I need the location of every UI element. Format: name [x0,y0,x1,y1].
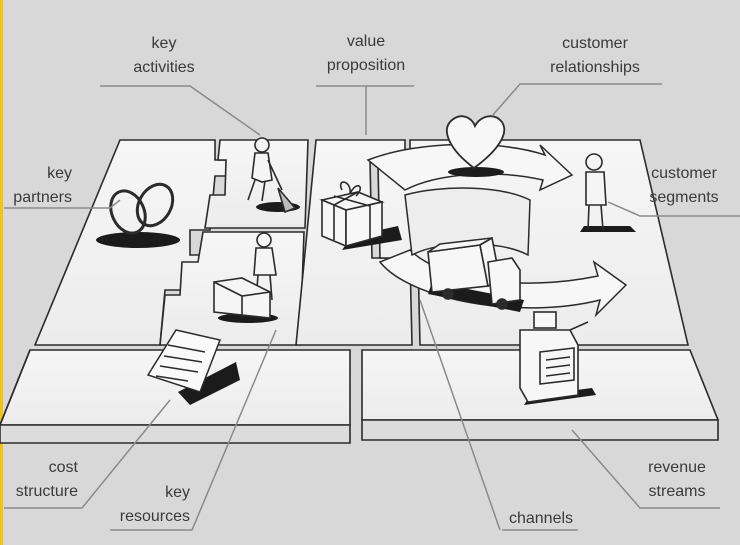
label-key-resources: key resources [119,484,190,525]
label-value-proposition: value proposition [326,33,406,74]
label-channels: channels [508,510,574,527]
leader-revenue-streams [571,429,720,509]
leader-lines [4,83,740,531]
heart-icon [446,115,506,177]
leader-customer-segments [607,201,740,217]
label-revenue-streams: revenue streams [648,459,706,500]
leader-value-proposition [316,85,414,135]
interlocking-rings-icon [96,182,180,248]
document-icon [146,329,240,405]
delivery-truck-icon [427,236,524,312]
label-key-activities: key activities [133,35,195,76]
standing-person-icon [580,153,636,232]
leader-key-activities [100,85,261,136]
leader-customer-relationships [491,83,662,117]
label-customer-relationships: customer relationships [550,35,640,76]
leader-key-resources [110,329,277,531]
leader-key-partners [4,199,121,209]
accent-bar [0,0,3,545]
person-digging-icon [247,137,300,214]
cash-register-icon [519,311,596,405]
person-with-boxes-icon [213,232,278,323]
gift-box-icon [319,181,402,250]
label-customer-segments: customer segments [649,165,719,206]
leader-cost-structure [4,399,171,509]
leader-channels [419,299,578,531]
label-cost-structure: cost structure [15,459,78,500]
label-key-partners: key partners [13,165,72,206]
